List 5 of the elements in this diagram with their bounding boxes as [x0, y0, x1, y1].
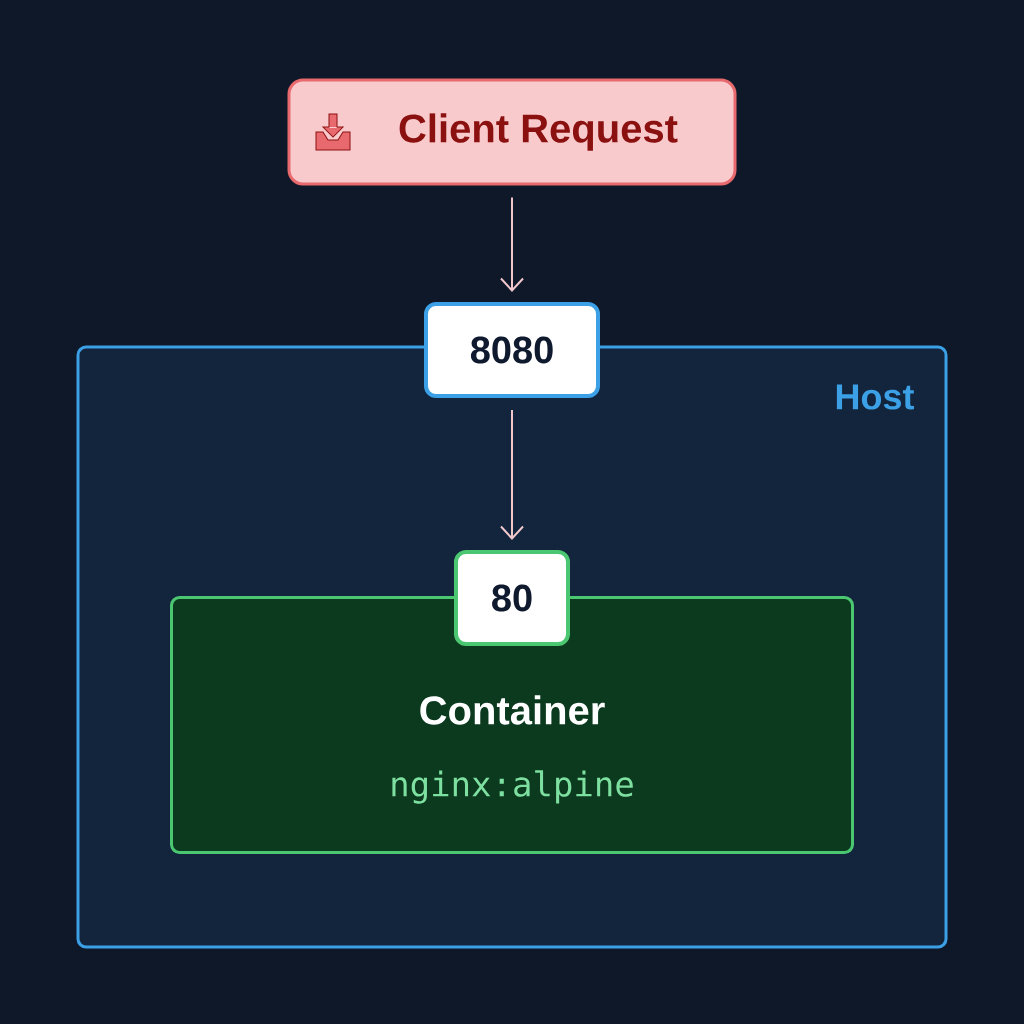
arrow	[500, 409, 524, 540]
port-box: 8080	[424, 302, 600, 398]
arrow	[500, 196, 524, 292]
request-box: Client Request	[287, 78, 737, 186]
port-box: 80	[454, 550, 570, 646]
